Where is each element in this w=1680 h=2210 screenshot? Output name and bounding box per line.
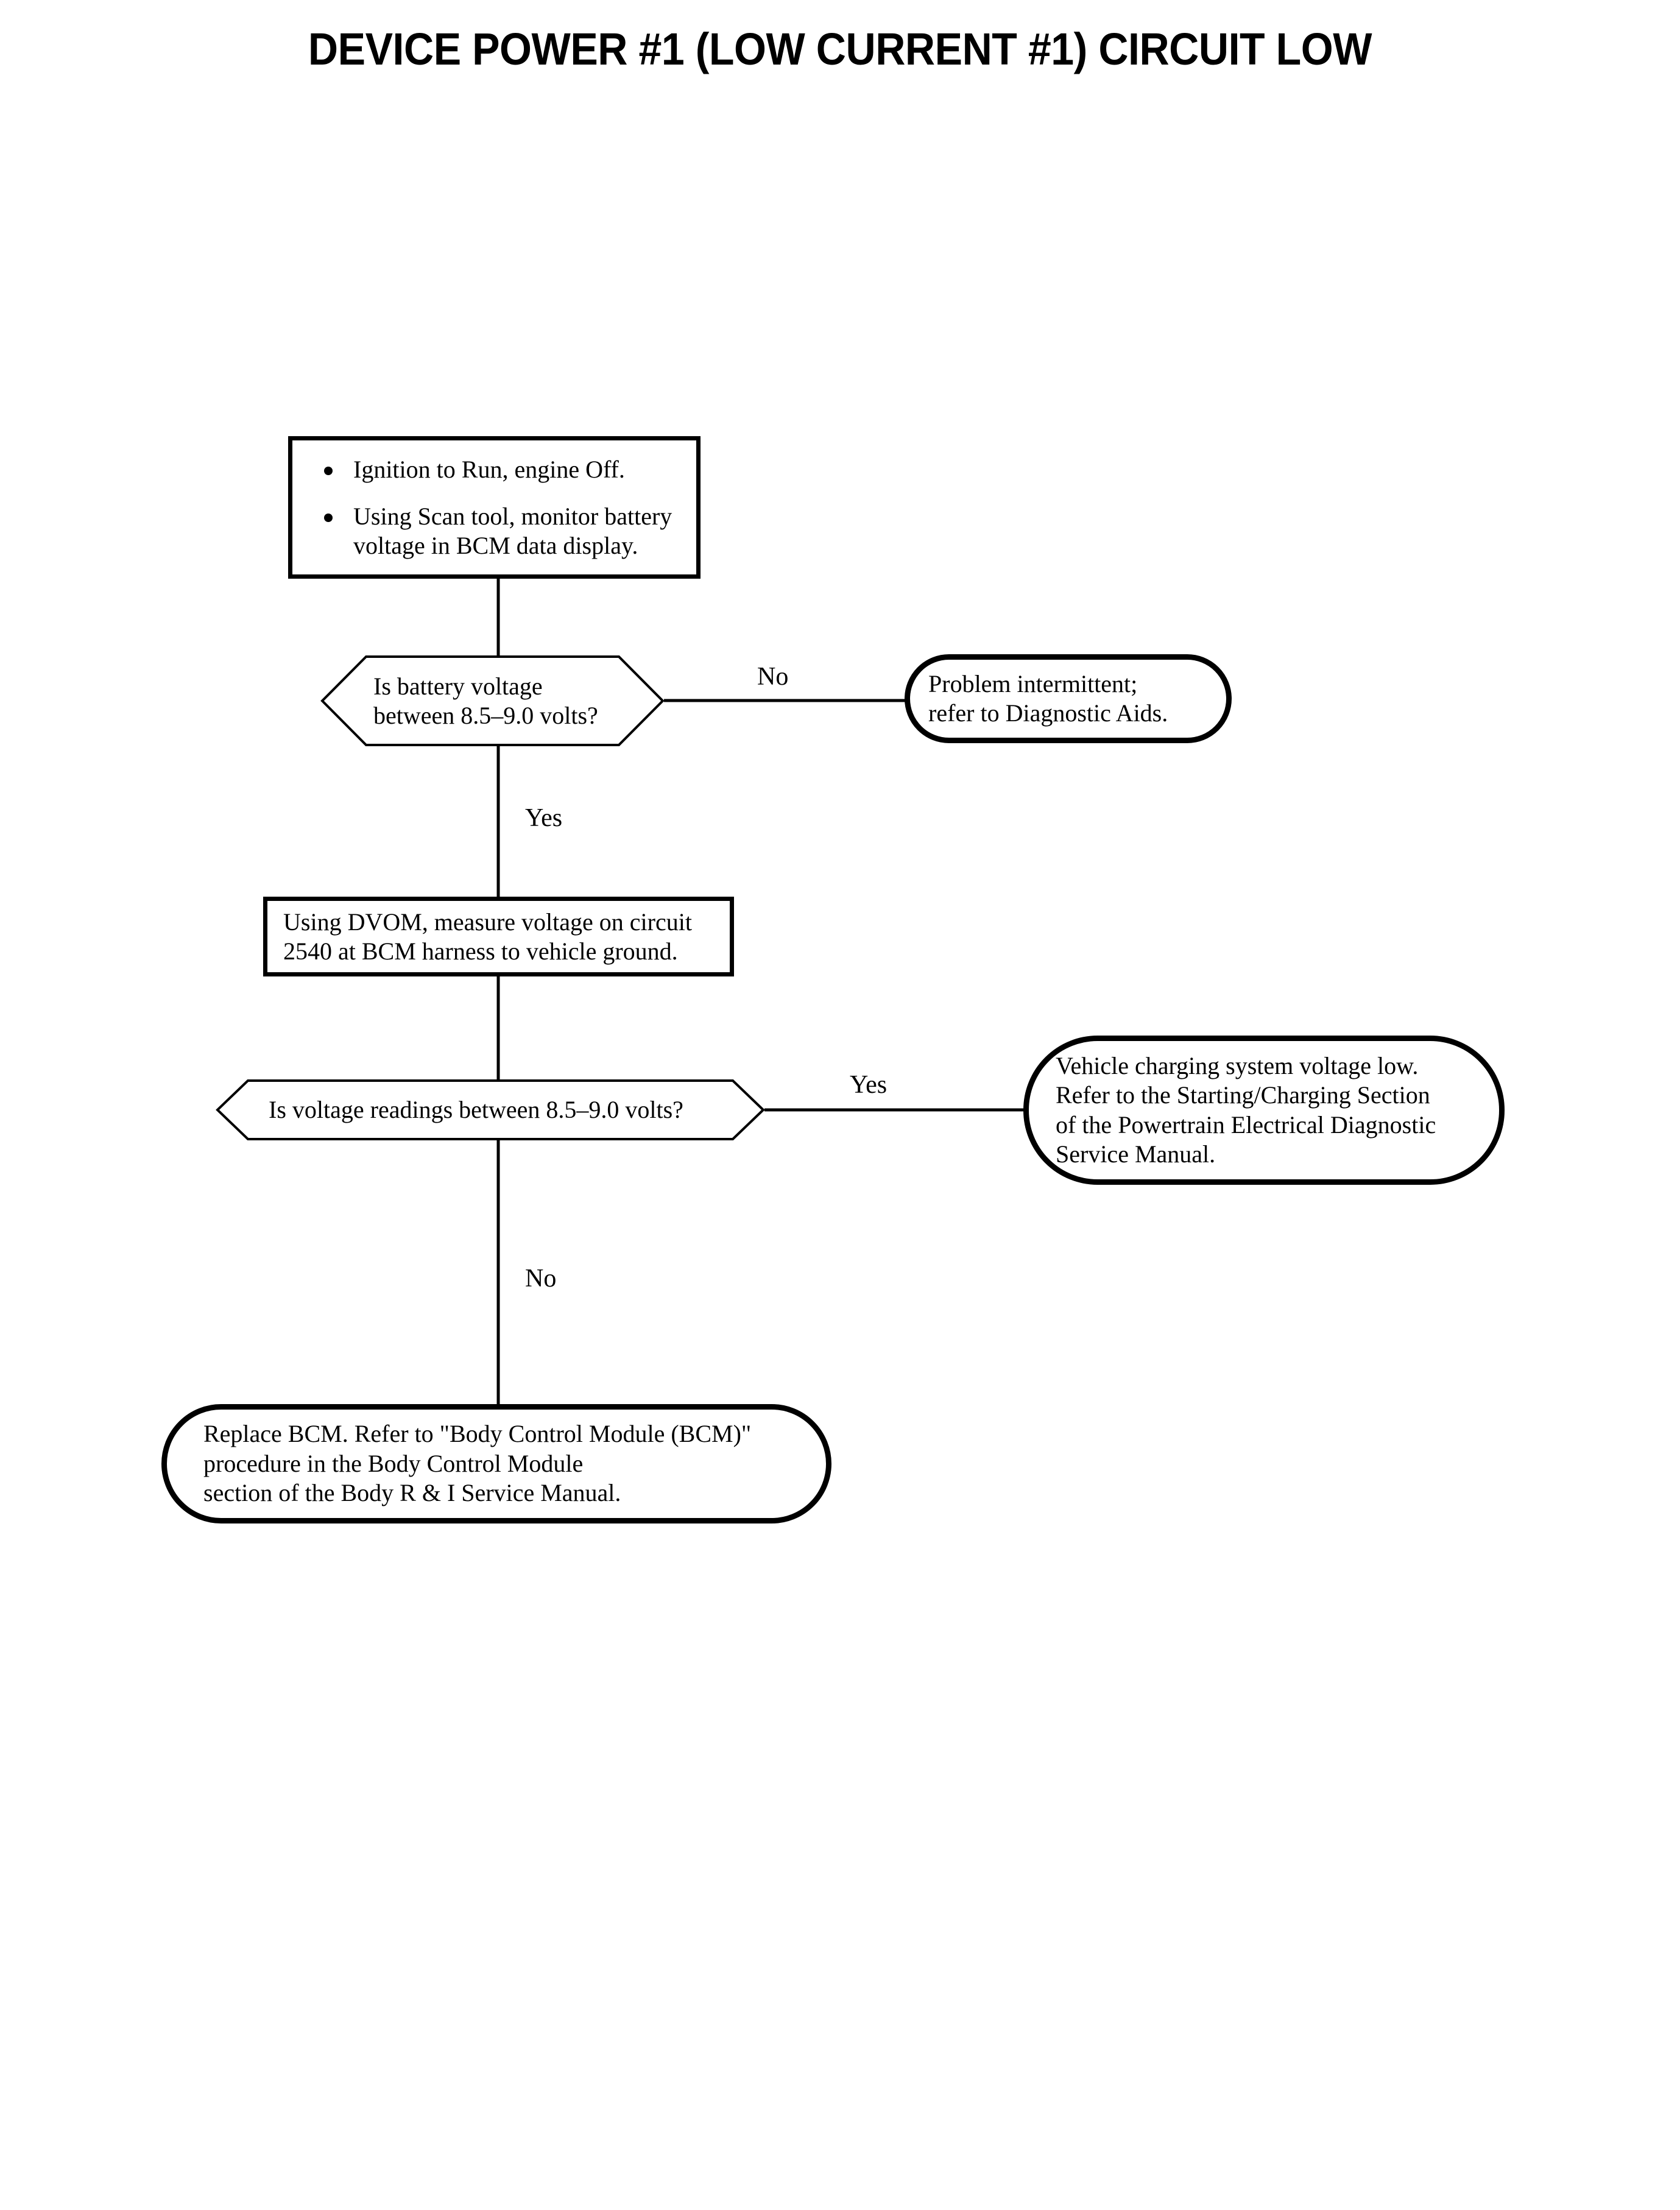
node-step1: Ignition to Run, engine Off. Using Scan … [288, 436, 701, 579]
node-step2: Using DVOM, measure voltage on circuit 2… [263, 897, 734, 976]
step1-bullet-1: Ignition to Run, engine Off. [319, 455, 682, 484]
node-decision1: Is battery voltage between 8.5–9.0 volts… [320, 655, 665, 746]
step1-bullet-2: Using Scan tool, monitor battery voltage… [319, 502, 682, 560]
edge-label-decision2-yes: Yes [850, 1071, 888, 1099]
step1-bullet-list: Ignition to Run, engine Off. Using Scan … [292, 455, 696, 560]
node-terminal1: Problem intermittent; refer to Diagnosti… [905, 654, 1232, 743]
decision1-label: Is battery voltage between 8.5–9.0 volts… [373, 672, 598, 729]
decision2-hexagon-shape [216, 1079, 765, 1140]
node-terminal2: Vehicle charging system voltage low. Ref… [1023, 1036, 1505, 1185]
decision1-hexagon-shape [320, 655, 665, 746]
edge-label-decision2-no: No [525, 1265, 557, 1293]
terminal2-label: Vehicle charging system voltage low. Ref… [1056, 1051, 1436, 1168]
terminal3-label: Replace BCM. Refer to "Body Control Modu… [203, 1420, 752, 1507]
node-decision2: Is voltage readings between 8.5–9.0 volt… [216, 1079, 765, 1140]
edge-label-decision1-no: No [757, 663, 789, 691]
page-title: DEVICE POWER #1 (LOW CURRENT #1) CIRCUIT… [308, 24, 1372, 74]
node-terminal3: Replace BCM. Refer to "Body Control Modu… [161, 1404, 831, 1523]
decision2-label: Is voltage readings between 8.5–9.0 volt… [269, 1096, 683, 1124]
step2-label: Using DVOM, measure voltage on circuit 2… [283, 908, 692, 965]
edge-label-decision1-yes: Yes [525, 804, 563, 832]
terminal1-label: Problem intermittent; refer to Diagnosti… [928, 669, 1168, 727]
